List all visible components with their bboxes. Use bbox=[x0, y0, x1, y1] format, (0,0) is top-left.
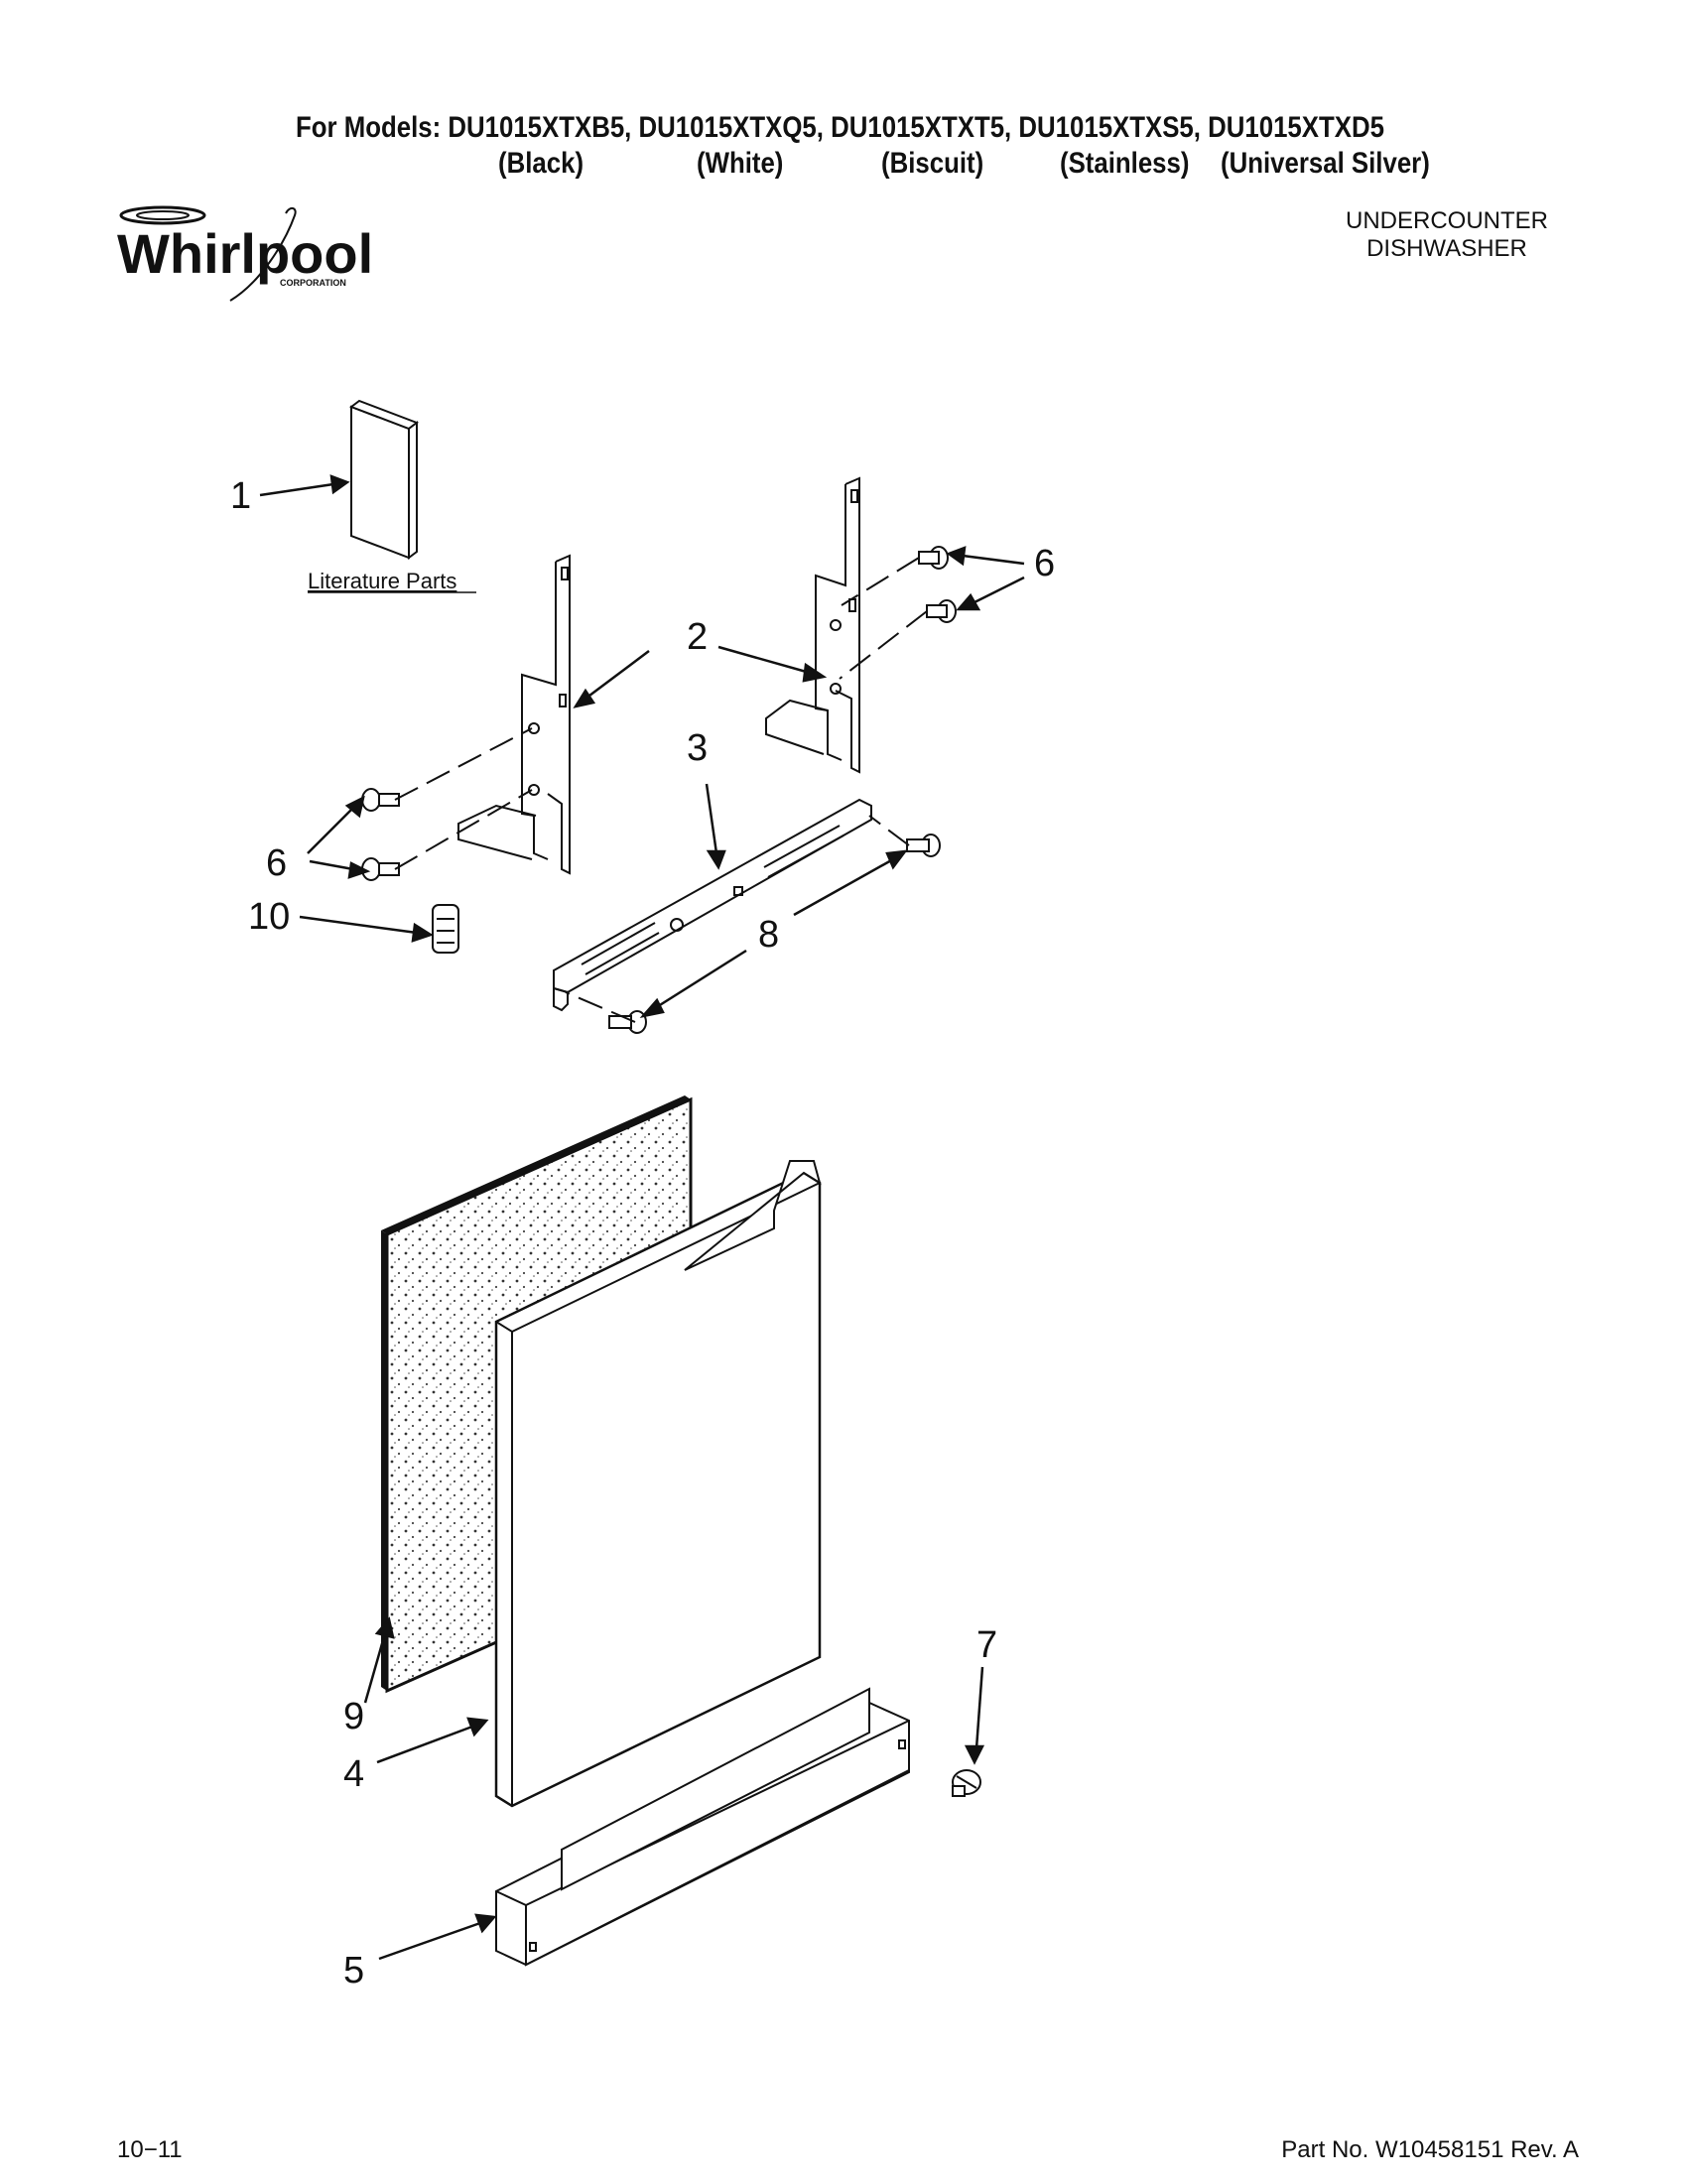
callout-3: 3 bbox=[687, 727, 708, 769]
alignment-lines bbox=[394, 557, 928, 1023]
door-clip bbox=[432, 904, 459, 954]
callout-1: 1 bbox=[230, 475, 251, 517]
lower-bracket bbox=[553, 798, 872, 1012]
color-stainless: (Stainless) bbox=[1060, 147, 1190, 180]
screw-6-upper-right bbox=[918, 546, 949, 570]
door-panel bbox=[494, 1160, 822, 1808]
product-type-line1: UNDERCOUNTER bbox=[1346, 207, 1548, 234]
models-line: For Models: DU1015XTXB5, DU1015XTXQ5, DU… bbox=[296, 111, 1384, 144]
date-code: 10−11 bbox=[117, 2136, 183, 2163]
whirlpool-logo: Whirlpool CORPORATION bbox=[117, 205, 373, 302]
screws bbox=[361, 546, 957, 1034]
leader-arrows bbox=[259, 474, 1025, 1961]
callout-10: 10 bbox=[248, 896, 290, 938]
color-universal-silver: (Universal Silver) bbox=[1221, 147, 1430, 180]
color-white: (White) bbox=[697, 147, 784, 180]
callout-2: 2 bbox=[687, 616, 708, 658]
callout-5: 5 bbox=[343, 1950, 364, 1991]
callout-4: 4 bbox=[343, 1753, 364, 1795]
callout-9: 9 bbox=[343, 1696, 364, 1737]
literature-parts-label: Literature Parts bbox=[308, 569, 456, 593]
part-number: Part No. W10458151 Rev. A bbox=[1281, 2136, 1579, 2163]
screw-6-lower-left bbox=[361, 857, 400, 881]
logo-subtext: CORPORATION bbox=[280, 278, 346, 288]
screw-8-upper bbox=[906, 834, 941, 857]
color-biscuit: (Biscuit) bbox=[881, 147, 984, 180]
product-type-line2: DISHWASHER bbox=[1366, 235, 1527, 262]
hinge-bracket-right bbox=[765, 476, 860, 774]
hinge-bracket-left bbox=[457, 554, 571, 875]
color-black: (Black) bbox=[498, 147, 584, 180]
callout-6-left: 6 bbox=[266, 842, 287, 884]
callout-7: 7 bbox=[976, 1624, 997, 1666]
literature-booklet bbox=[348, 399, 420, 560]
callout-8: 8 bbox=[758, 914, 779, 956]
screw-6-lower-right bbox=[926, 599, 957, 623]
toe-kick-panel bbox=[495, 1687, 910, 1967]
screw-6-upper-left bbox=[361, 788, 400, 812]
product-type: UNDERCOUNTER DISHWASHER bbox=[1346, 207, 1548, 263]
screw-7 bbox=[952, 1769, 981, 1797]
logo-text: Whirlpool bbox=[117, 222, 373, 285]
callout-6-right: 6 bbox=[1034, 543, 1055, 584]
